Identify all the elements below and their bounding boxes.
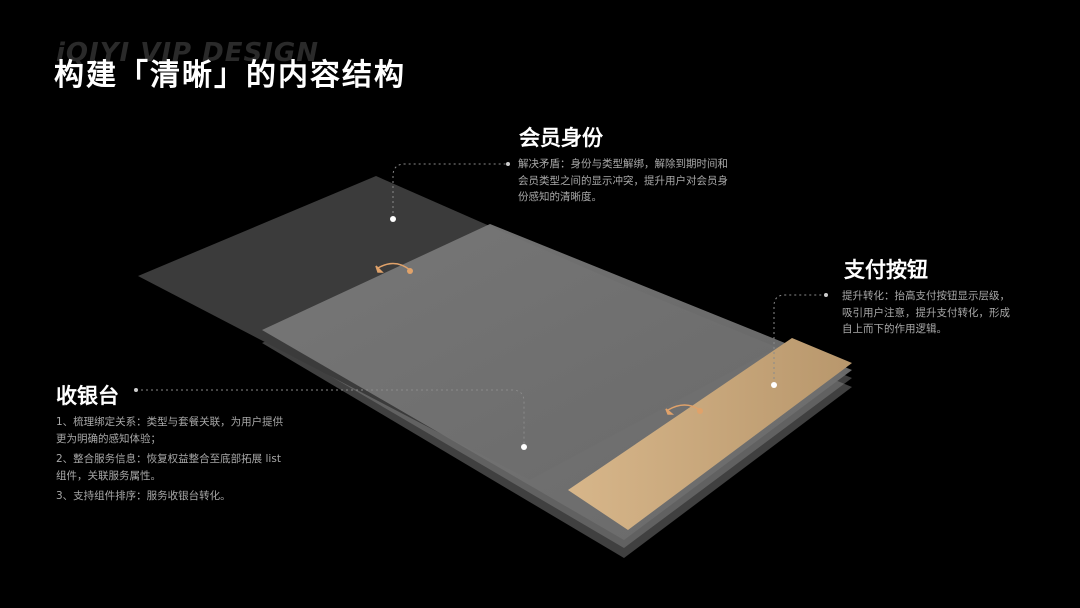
member-identity-title: 会员身份 (519, 126, 603, 150)
member-identity-desc: 解决矛盾：身份与类型解绑，解除到期时间和 会员类型之间的显示冲突，提升用户对会员… (518, 156, 758, 206)
cashier-item-1: 1、梳理绑定关系：类型与套餐关联，为用户提供 更为明确的感知体验； (56, 416, 284, 445)
marker-dot-icon (521, 444, 527, 450)
marker-dot-icon (134, 388, 138, 392)
marker-dot-icon (824, 293, 828, 297)
pay-button-title: 支付按钮 (844, 258, 928, 282)
desc-line: 提升转化：抬高支付按钮显示层级， (842, 290, 1010, 302)
rotate-arrow-icon (665, 404, 703, 415)
marker-dot-icon (771, 382, 777, 388)
pay-button-desc: 提升转化：抬高支付按钮显示层级， 吸引用户注意，提升支付转化，形成 自上而下的作… (842, 288, 1042, 338)
cashier-item-2: 2、整合服务信息：恢复权益整合至底部拓展 list 组件，关联服务属性。 (56, 453, 281, 482)
desc-line: 会员类型之间的显示冲突，提升用户对会员身 (518, 174, 728, 187)
cashier-title: 收银台 (56, 384, 119, 408)
desc-line: 份感知的清晰度。 (518, 191, 602, 203)
cashier-desc: 1、梳理绑定关系：类型与套餐关联，为用户提供 更为明确的感知体验； 2、整合服务… (56, 414, 306, 509)
page-title: 构建「清晰」的内容结构 (54, 58, 406, 93)
desc-line: 解决矛盾：身份与类型解绑，解除到期时间和 (518, 158, 728, 170)
rotate-arrow-icon (375, 262, 413, 274)
pay-button-layer (568, 338, 852, 530)
brand-watermark: iQIYI VIP DESIGN (56, 38, 319, 68)
cashier-leader-line (136, 389, 525, 446)
desc-line: 吸引用户注意，提升支付转化，形成 (842, 306, 1010, 319)
desc-line: 自上而下的作用逻辑。 (842, 323, 947, 335)
cashier-item-3: 3、支持组件排序：服务收银台转化。 (56, 490, 231, 502)
pay-leader-line (773, 294, 826, 384)
member-leader-line (392, 163, 508, 218)
marker-dot-icon (506, 162, 510, 166)
marker-dot-icon (390, 216, 396, 222)
